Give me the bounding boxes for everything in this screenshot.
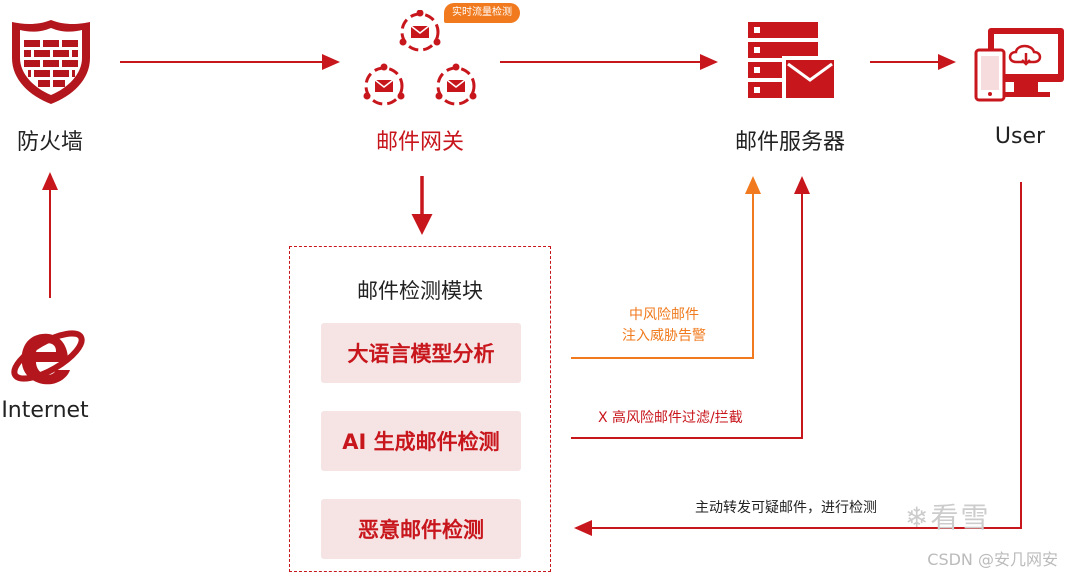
- module-title: 邮件检测模块: [357, 279, 483, 303]
- mail-gateway-label: 邮件网关: [375, 130, 464, 155]
- firewall-label: 防火墙: [16, 130, 83, 155]
- module-item-ai-generated-detection: AI 生成邮件检测: [321, 411, 521, 471]
- medium-risk-label: 中风险邮件 注入威胁告警: [604, 305, 724, 347]
- realtime-detection-badge: 实时流量检测: [444, 3, 520, 23]
- watermark-credit: CSDN @安几网安: [927, 550, 1058, 569]
- module-item-malicious-detection: 恶意邮件检测: [321, 499, 521, 559]
- high-risk-label: X 高风险邮件过滤/拦截: [598, 410, 743, 426]
- internet-label: Internet: [1, 398, 89, 423]
- mail-gateway-icon: [363, 10, 477, 106]
- arrow-medium-risk: [571, 176, 761, 359]
- snowflake-icon: ❄: [905, 501, 931, 534]
- arrow-high-risk: [571, 176, 810, 439]
- mail-server-label: 邮件服务器: [734, 130, 845, 155]
- watermark-brand-text: 看雪: [930, 501, 991, 534]
- firewall-shield-icon: [12, 20, 90, 104]
- medium-risk-line2: 注入威胁告警: [622, 328, 706, 344]
- user-devices-icon: [974, 28, 1064, 102]
- watermark-brand: ❄看雪: [905, 496, 990, 536]
- forward-label: 主动转发可疑邮件，进行检测: [695, 500, 877, 516]
- user-label: User: [994, 124, 1046, 149]
- mail-detection-module: 邮件检测模块 大语言模型分析 AI 生成邮件检测 恶意邮件检测: [289, 246, 551, 572]
- module-item-llm-analysis: 大语言模型分析: [321, 323, 521, 383]
- internet-explorer-icon: [11, 330, 85, 385]
- arrow-user-forward: [574, 182, 1022, 536]
- medium-risk-line1: 中风险邮件: [629, 307, 699, 323]
- mail-server-icon: [748, 22, 836, 100]
